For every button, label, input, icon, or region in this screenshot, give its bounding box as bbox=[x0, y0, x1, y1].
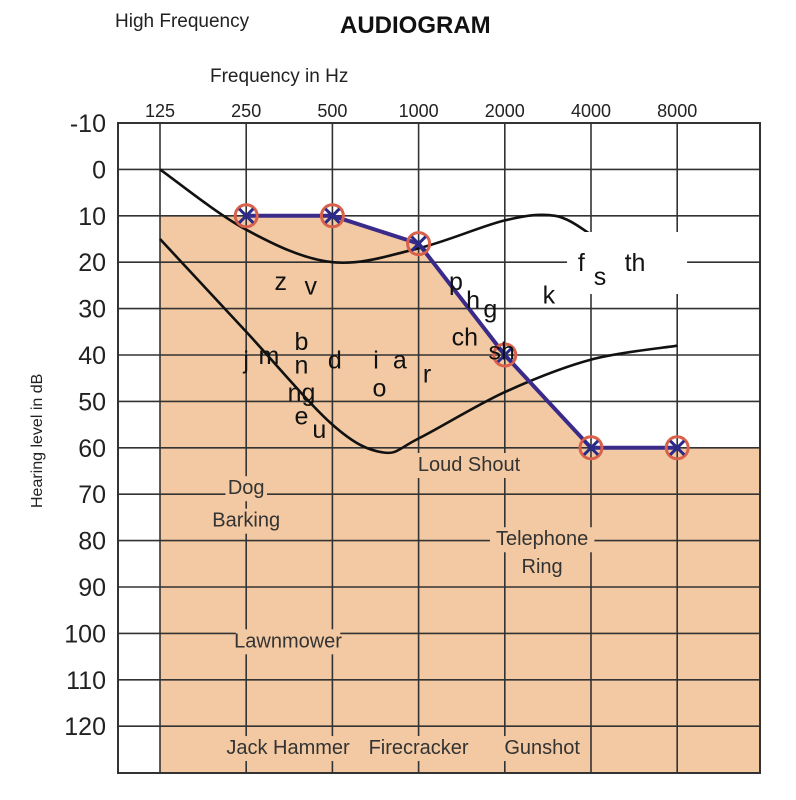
speech-sound: h bbox=[466, 286, 480, 314]
sound-label: Dog bbox=[228, 477, 265, 499]
sound-label: Lawnmower bbox=[234, 630, 342, 652]
speech-sound: sh bbox=[488, 337, 514, 365]
sound-label: Barking bbox=[212, 510, 280, 532]
data-point-circle bbox=[492, 342, 518, 368]
x-tick-label: 250 bbox=[231, 101, 261, 121]
x-tick-label: 4000 bbox=[571, 101, 611, 121]
series-line bbox=[246, 213, 678, 450]
y-tick-label: 80 bbox=[78, 528, 106, 556]
data-point-x bbox=[582, 439, 600, 456]
sound-label: Jack Hammer bbox=[226, 737, 350, 759]
speech-banana-lower bbox=[159, 238, 678, 455]
speech-sound: p bbox=[449, 268, 463, 296]
y-tick-label: 100 bbox=[64, 620, 106, 648]
speech-sound: v bbox=[304, 272, 317, 300]
speech-sounds-patch bbox=[567, 232, 688, 295]
y-tick-label: 60 bbox=[78, 435, 106, 463]
sound-label-bg bbox=[516, 555, 569, 581]
data-point-x bbox=[410, 235, 427, 252]
y-tick-label: 110 bbox=[66, 667, 106, 695]
sound-label-bg bbox=[489, 527, 595, 553]
y-tick-label: 120 bbox=[64, 713, 106, 741]
data-point-circle bbox=[578, 435, 604, 461]
y-axis-label: Hearing level in dB bbox=[29, 374, 46, 508]
speech-sound: m bbox=[258, 342, 279, 370]
speech-sound: n bbox=[295, 351, 309, 379]
speech-sound: r bbox=[423, 361, 431, 389]
speech-sound: ch bbox=[452, 323, 478, 351]
y-tick-label: 40 bbox=[78, 342, 106, 370]
header-left-label: High Frequency bbox=[115, 11, 250, 32]
x-tick-label: 2000 bbox=[485, 101, 525, 121]
y-ticks-group: -10 0 10 20 30 40 50 60 70 80 90 100 110 120 bbox=[64, 110, 106, 741]
data-point-x bbox=[324, 207, 341, 224]
speech-sound: e bbox=[295, 402, 309, 430]
x-tick-label: 500 bbox=[317, 101, 347, 121]
speech-sound: o bbox=[373, 374, 387, 402]
sound-label: Loud Shout bbox=[418, 454, 521, 476]
sound-label-bg bbox=[411, 453, 527, 478]
x-tick-label: 8000 bbox=[657, 101, 697, 121]
sound-label: Telephone bbox=[496, 528, 588, 550]
speech-sound: u bbox=[312, 416, 326, 444]
data-point-circle bbox=[664, 435, 690, 461]
sound-label: Firecracker bbox=[369, 737, 469, 759]
y-tick-label: 20 bbox=[78, 249, 106, 277]
sound-label-bg bbox=[225, 476, 267, 502]
speech-sound: d bbox=[328, 347, 342, 375]
data-point-x bbox=[496, 346, 513, 364]
data-point-x bbox=[669, 439, 686, 456]
y-tick-label: 30 bbox=[78, 296, 106, 324]
chart-title: AUDIOGRAM bbox=[340, 12, 491, 39]
speech-sound: s bbox=[594, 263, 607, 291]
y-tick-label: 0 bbox=[92, 156, 106, 184]
x-tick-label: 125 bbox=[145, 101, 175, 121]
sound-label-bg bbox=[204, 508, 288, 534]
sound-label-bg bbox=[355, 736, 482, 762]
sound-labels-group: Loud ShoutDogBarkingTelephoneRingLawnmow… bbox=[204, 453, 595, 762]
sound-label-bg bbox=[500, 736, 584, 762]
x-ticks-group: 125 250 500 1000 2000 4000 8000 bbox=[145, 101, 697, 121]
speech-sound: b bbox=[295, 328, 309, 356]
y-tick-label: 10 bbox=[78, 203, 106, 231]
data-point-x bbox=[238, 207, 255, 224]
series-group bbox=[233, 203, 690, 461]
speech-sound: f bbox=[578, 249, 585, 277]
y-tick-label: 70 bbox=[78, 481, 106, 509]
speech-sound: j bbox=[242, 347, 249, 375]
x-tick-label: 1000 bbox=[399, 101, 439, 121]
data-point-circle bbox=[406, 231, 432, 257]
data-point-circle bbox=[233, 203, 259, 229]
speech-sound: th bbox=[625, 249, 646, 277]
data-point-circle bbox=[319, 203, 345, 229]
speech-sound: a bbox=[393, 347, 407, 375]
y-tick-label: 90 bbox=[78, 574, 106, 602]
speech-sound: k bbox=[543, 282, 556, 310]
sound-label-bg bbox=[225, 736, 351, 762]
speech-sound: ng bbox=[288, 379, 316, 407]
speech-sound: g bbox=[483, 296, 497, 324]
y-tick-label: -10 bbox=[70, 110, 106, 138]
speech-sound: z bbox=[274, 268, 287, 296]
speech-sound: i bbox=[373, 347, 379, 375]
y-tick-label: 50 bbox=[78, 388, 106, 416]
sound-label: Gunshot bbox=[504, 737, 580, 759]
sound-label-bg bbox=[235, 629, 341, 655]
sound-label: Ring bbox=[522, 556, 563, 578]
x-axis-label: Frequency in Hz bbox=[210, 66, 348, 87]
